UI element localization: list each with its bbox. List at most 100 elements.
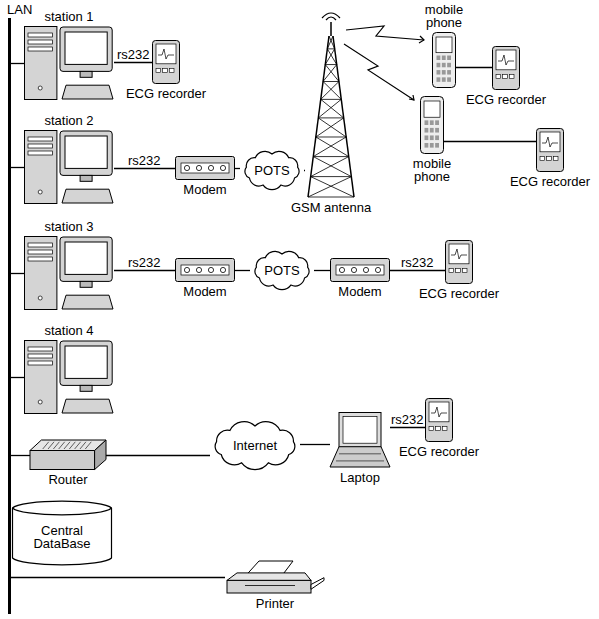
edge-label: rs232 — [400, 256, 435, 269]
laptop-base — [330, 447, 390, 467]
phone-key — [425, 135, 429, 140]
phone-key — [437, 77, 441, 81]
connector-line — [314, 270, 330, 271]
connector-line — [444, 141, 536, 142]
connector-line — [235, 168, 240, 169]
lightning-bolt — [346, 26, 424, 40]
drive-bay — [28, 151, 52, 155]
tower-brace — [325, 49, 334, 65]
mobile-phone: mobile phone — [420, 96, 444, 154]
modem-led — [196, 267, 201, 272]
monitor-bezel — [60, 131, 112, 175]
keyboard — [62, 189, 113, 203]
phone-key — [437, 63, 441, 67]
mobile-phone-shape — [420, 96, 444, 154]
router-side — [95, 440, 106, 470]
workstation-shape — [24, 236, 114, 310]
laptop-screen — [343, 417, 377, 444]
node-label: station 2 — [44, 114, 93, 127]
ecg-recorder: ECG recorder — [536, 128, 564, 172]
cylinder-body — [13, 501, 112, 565]
recorder-button — [496, 75, 501, 79]
monitor-stand — [80, 71, 92, 77]
cloud-outline — [215, 422, 295, 470]
monitor-bezel — [60, 341, 112, 385]
network-cloud: POTS — [250, 248, 314, 292]
node-label: Modem — [183, 183, 226, 196]
monitor-screen — [65, 242, 107, 274]
modem: Modem — [175, 258, 235, 282]
router-front — [30, 451, 95, 470]
vent-slot — [80, 442, 86, 449]
node-label: LAN — [7, 3, 32, 16]
vent-slot — [48, 442, 54, 449]
phone-key — [430, 143, 434, 148]
printer: Printer — [225, 560, 325, 594]
tower-brace — [311, 157, 349, 177]
node-label: station 1 — [44, 10, 93, 23]
tower-rung — [321, 99, 342, 100]
ecg-recorder-shape — [492, 46, 520, 90]
ecg-recorder-shape — [152, 40, 180, 84]
printer-top — [227, 573, 311, 580]
vent-slot — [59, 442, 65, 449]
tower-rung — [323, 81, 339, 82]
phone-screen — [424, 101, 440, 117]
monitor-stand — [80, 175, 92, 181]
recorder-button — [449, 269, 454, 273]
recorder-button — [456, 269, 461, 273]
modem-case — [331, 259, 390, 282]
tower-brace — [311, 177, 354, 197]
modem-shape — [175, 258, 235, 282]
phone-key — [447, 56, 451, 60]
modem: Modem — [330, 258, 390, 282]
workstation-shape — [24, 340, 114, 414]
connector-line — [11, 63, 24, 64]
ecg-recorder-shape — [425, 398, 453, 442]
edge-label: rs232 — [127, 256, 162, 269]
radio-wave — [322, 13, 340, 18]
tower-brace — [313, 157, 351, 177]
power-button — [38, 86, 42, 90]
tower-rung — [316, 136, 346, 137]
recorder-body — [537, 129, 564, 172]
phone-key — [442, 63, 446, 67]
node-label: Printer — [256, 597, 294, 610]
ecg-trace — [431, 407, 447, 417]
router-shape — [30, 440, 106, 470]
edge-label: rs232 — [116, 48, 151, 61]
tower-case — [25, 341, 57, 414]
mobile-phone-shape — [432, 32, 456, 88]
phone-key — [442, 77, 446, 81]
phone-key — [447, 63, 451, 67]
tower-rung — [327, 48, 334, 49]
connector-line — [114, 168, 175, 169]
ecg-trace — [542, 137, 558, 147]
modem-led — [196, 165, 201, 170]
connector-line — [114, 62, 152, 63]
phone-key — [425, 120, 429, 125]
recorder-button — [503, 75, 508, 79]
connector-line — [11, 167, 24, 168]
tower-case — [25, 27, 57, 100]
power-button — [38, 190, 42, 194]
modem-led — [220, 165, 225, 170]
cloud-outline — [255, 251, 309, 289]
node-label: Modem — [338, 285, 381, 298]
modem-led — [208, 165, 213, 170]
monitor-screen — [65, 136, 107, 168]
connector-line — [11, 273, 24, 274]
node-label: Laptop — [340, 471, 380, 484]
drive-bay — [28, 144, 52, 148]
phone-key — [437, 56, 441, 60]
drive-bay — [28, 347, 52, 351]
ecg-recorder-shape — [536, 128, 564, 172]
monitor-stand — [80, 281, 92, 287]
output-tray — [311, 578, 324, 590]
laptop: Laptop — [330, 412, 390, 468]
modem-led — [184, 165, 189, 170]
phone-key — [447, 70, 451, 74]
recorder-screen — [429, 402, 449, 422]
modem: Modem — [175, 156, 235, 180]
